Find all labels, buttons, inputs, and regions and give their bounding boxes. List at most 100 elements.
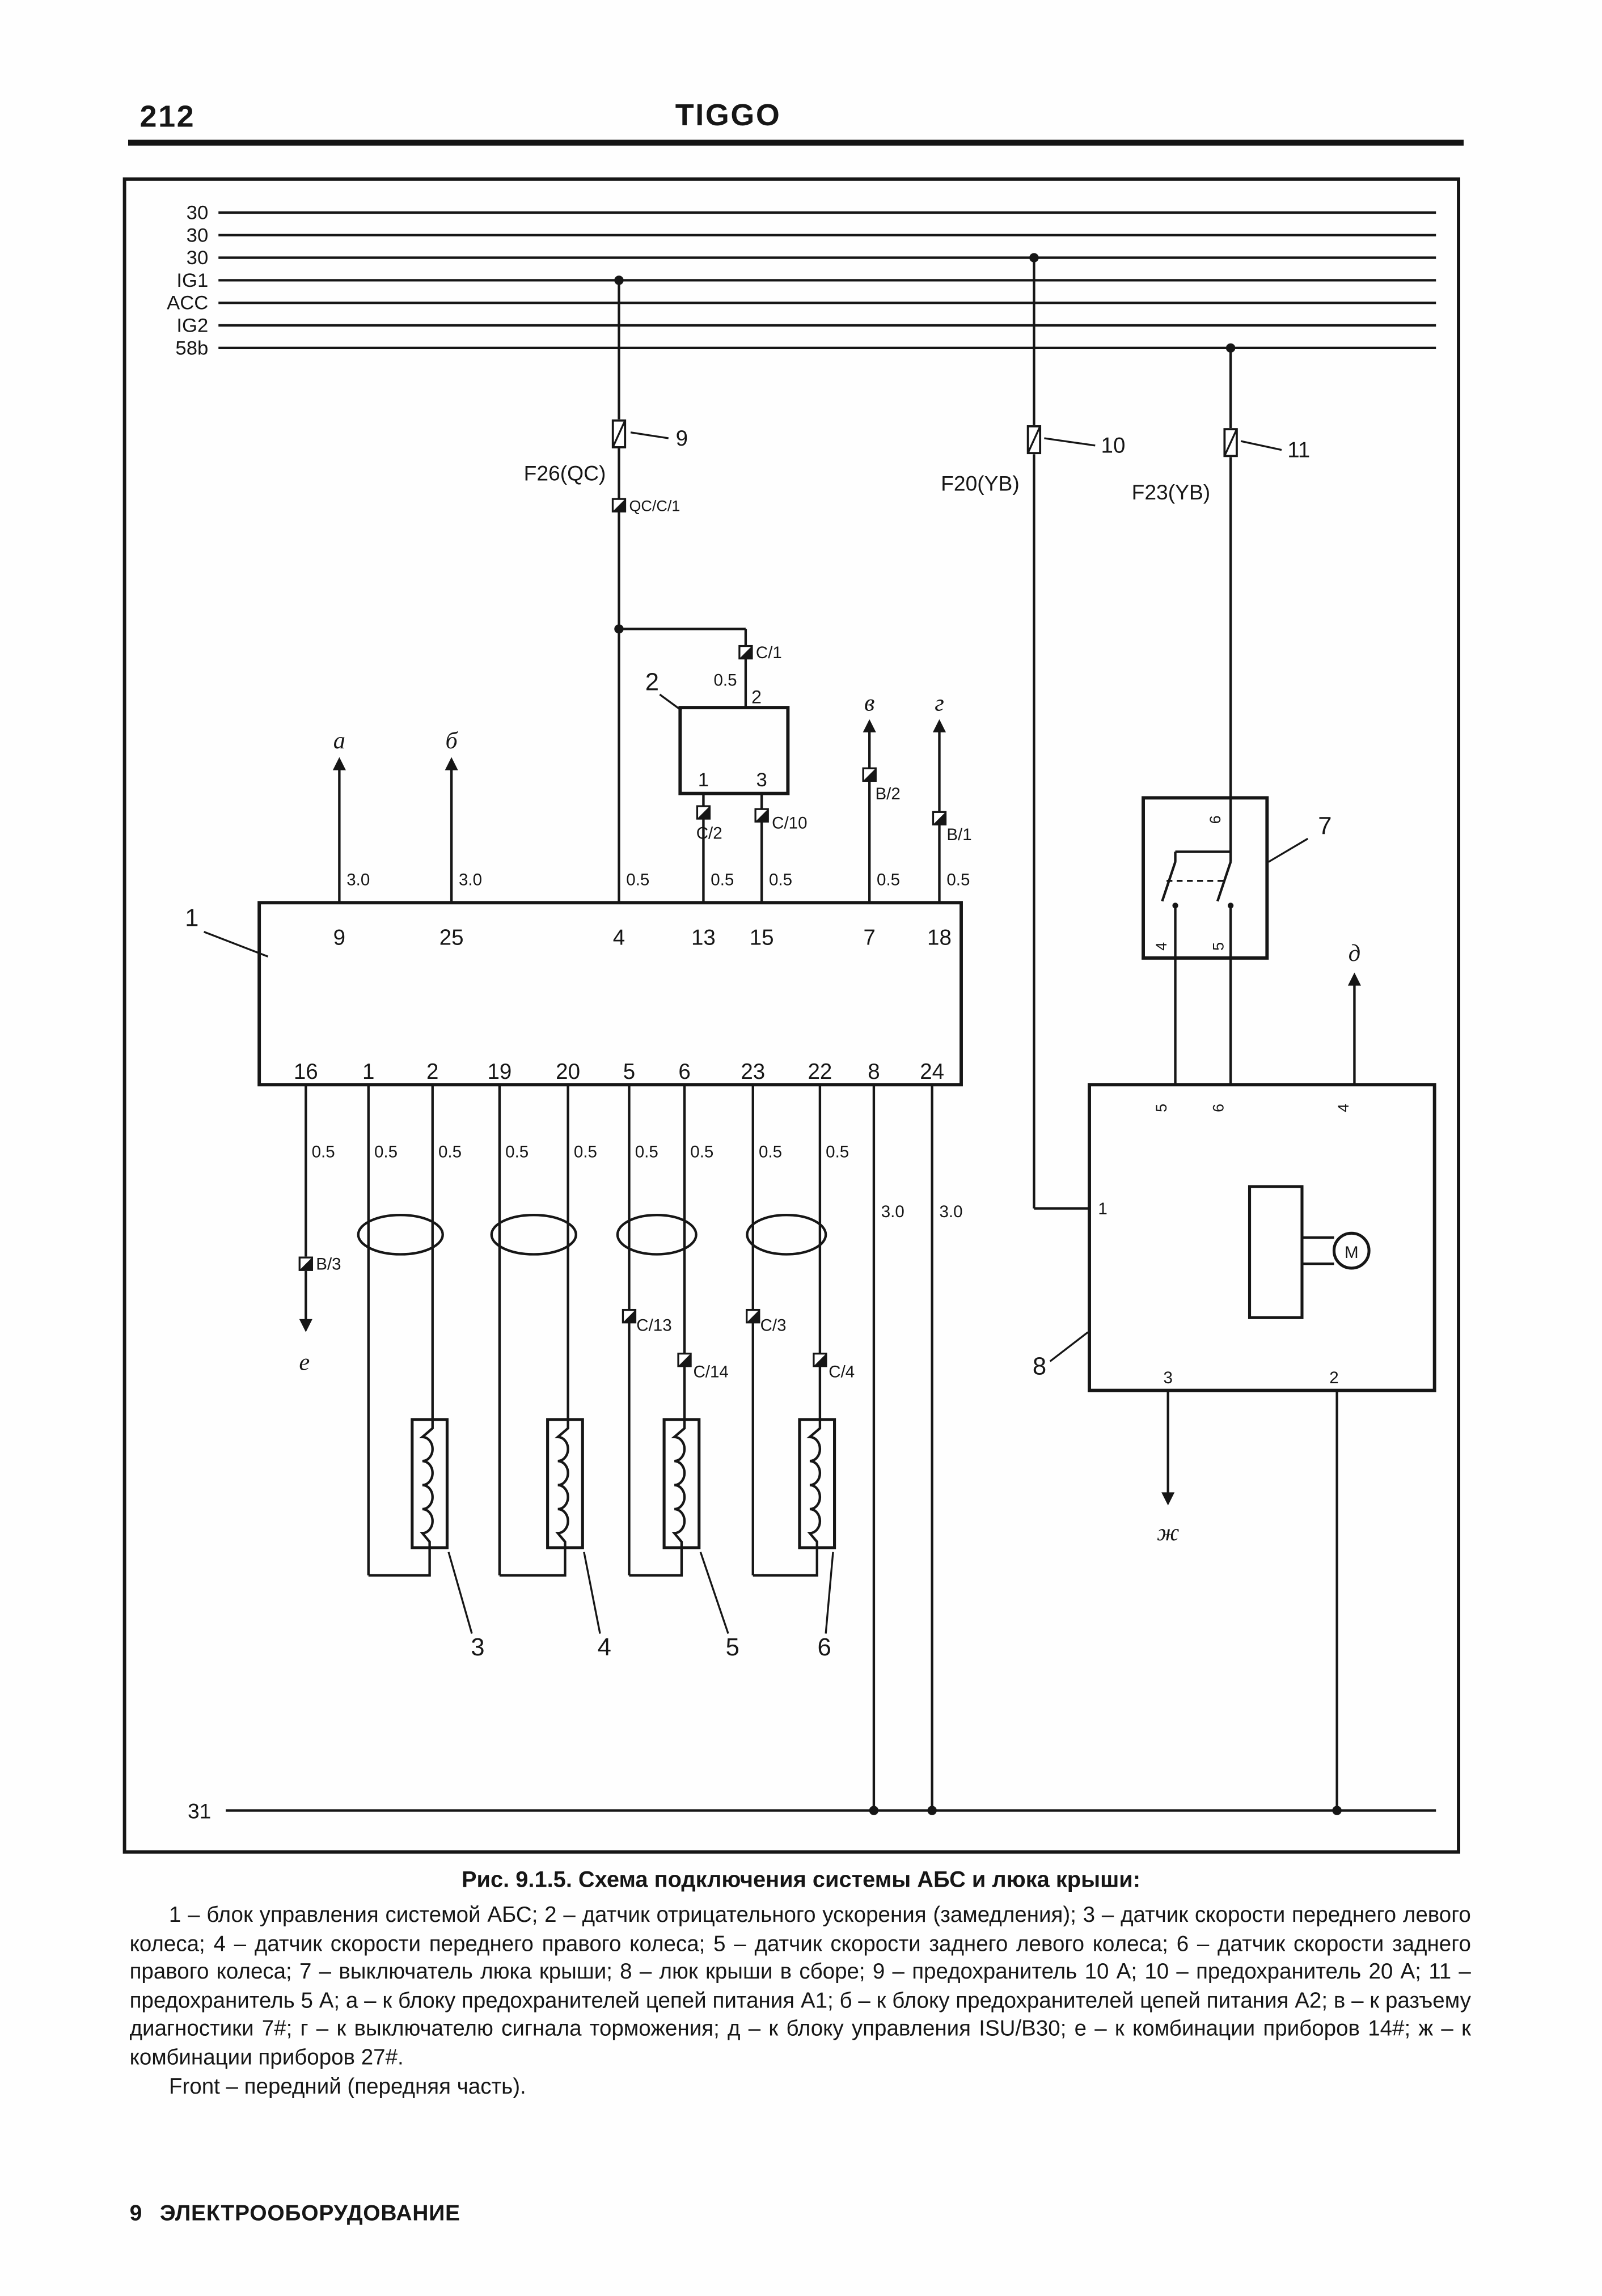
- switch-power-feed: 11 F23(YB): [1132, 343, 1310, 798]
- ecu-top-pin: 7: [864, 926, 876, 950]
- front-note: Front – передний (передняя часть).: [168, 2074, 526, 2099]
- connector-icon: [746, 1308, 760, 1324]
- ecu-bottom-pin: 20: [556, 1060, 580, 1084]
- accel-callout: 2: [645, 668, 659, 696]
- figure-legend-block: 1 – блок управления системой АБС; 2 – да…: [130, 1901, 1471, 2101]
- section-title: ЭЛЕКТРООБОРУДОВАНИЕ: [159, 2201, 460, 2226]
- ecu-top-pin: 9: [333, 926, 345, 950]
- arrow-label-zh: ж: [1157, 1519, 1179, 1546]
- arrow-label-a: а: [333, 727, 345, 754]
- fuse-icon: [611, 419, 627, 448]
- connector-c10-label: C/10: [772, 814, 807, 832]
- gauge-label: 0.5: [946, 870, 970, 889]
- output-arrow-d: д: [1347, 940, 1361, 1085]
- output-arrow-g: г B/1: [932, 689, 972, 903]
- connector-icon: [813, 1352, 827, 1367]
- instrument-feed-e: B/3 е: [298, 1085, 341, 1376]
- connector-icon: [696, 805, 711, 820]
- ecu-bottom-pin: 6: [678, 1060, 690, 1084]
- connector-icon: [611, 498, 627, 512]
- accel-pin-right: 3: [756, 769, 767, 791]
- sunroof-power-feed: 10 F20(YB): [941, 253, 1125, 1210]
- fuse-icon: [1026, 425, 1042, 455]
- gauge-label: 0.5: [711, 870, 734, 889]
- sunroof-pin-1: 1: [1098, 1200, 1107, 1218]
- gauge-label: 0.5: [713, 671, 737, 690]
- section-footer: 9 ЭЛЕКТРООБОРУДОВАНИЕ: [130, 2201, 460, 2226]
- gauge-label: 3.0: [346, 870, 370, 889]
- page-title: TIGGO: [675, 99, 781, 133]
- connector-c2-label: C/2: [696, 824, 722, 842]
- bus-label-ig1: IG1: [176, 270, 208, 291]
- sunroof-pin-4: 4: [1335, 1104, 1352, 1112]
- arrow-label-b: б: [445, 727, 458, 754]
- connector-b3-label: B/3: [316, 1255, 341, 1273]
- fuse11-name: F23(YB): [1132, 480, 1211, 504]
- gauge-label: 3.0: [459, 870, 482, 889]
- fuse10-name: F20(YB): [941, 471, 1020, 495]
- connector-b1-label: B/1: [946, 825, 971, 844]
- bus-label-58b: 58b: [175, 337, 208, 359]
- ecu-bottom-pin: 24: [920, 1060, 944, 1084]
- ecu-bottom-pin: 16: [294, 1060, 318, 1084]
- ecu-callout: 1: [185, 904, 198, 931]
- ecu-bottom-pin: 2: [426, 1060, 438, 1084]
- sensor-callout: 4: [598, 1633, 611, 1661]
- ecu-bottom-pin: 1: [362, 1060, 374, 1084]
- sunroof-callout: 8: [1033, 1352, 1046, 1380]
- ecu-bottom-pin: 22: [808, 1060, 832, 1084]
- gauge-label: 0.5: [690, 1143, 713, 1162]
- gauge-label: 0.5: [759, 1143, 782, 1162]
- ecu-top-pin: 13: [691, 926, 716, 950]
- connector-c3-label: C/3: [760, 1316, 787, 1335]
- switch-pin-br: 5: [1210, 942, 1227, 951]
- bus-label-30c: 30: [187, 247, 209, 269]
- arrow-label-g: г: [935, 689, 944, 716]
- gauge-label: 3.0: [881, 1202, 904, 1221]
- sunroof-switch-block: 7 6 4 5: [1142, 796, 1332, 1085]
- arrow-label-v: в: [864, 689, 874, 716]
- ground-bus: 31: [188, 1085, 1436, 1823]
- fuse9-name: F26(QC): [524, 461, 606, 485]
- wheel-sensor-front-left: 3: [357, 1085, 485, 1661]
- wheel-sensor-front-right: 4: [490, 1085, 611, 1661]
- gauge-label: 0.5: [438, 1143, 462, 1162]
- fuse11-callout: 11: [1287, 438, 1310, 462]
- connector-c13-label: C/13: [636, 1316, 671, 1335]
- sunroof-pin-2: 2: [1329, 1369, 1338, 1387]
- bus-label-ig2: IG2: [176, 315, 208, 337]
- gauge-label: 0.5: [626, 870, 649, 889]
- gauge-label: 0.5: [505, 1143, 529, 1162]
- page-number: 212: [140, 100, 196, 134]
- top-wire-gauges: 3.0 3.0 0.5 0.5 0.5 0.5 0.5: [346, 870, 970, 889]
- output-arrow-b: б: [445, 727, 458, 903]
- ecu-bottom-pin: 8: [868, 1060, 880, 1084]
- bus-label-30b: 30: [187, 224, 209, 246]
- sensor-callout: 3: [471, 1633, 484, 1661]
- gauge-label: 0.5: [769, 870, 792, 889]
- switch-pin-bl: 4: [1153, 942, 1170, 951]
- sunroof-pin-5: 5: [1153, 1104, 1170, 1112]
- abs-power-feed: 9 F26(QC) QC/C/1 C/1 0.5 2: [524, 276, 782, 903]
- ecu-top-pin: 4: [613, 926, 625, 950]
- section-number: 9: [129, 2201, 143, 2226]
- fuse9-callout: 9: [676, 426, 688, 451]
- ecu-top-pin: 15: [750, 926, 774, 950]
- gauge-label: 0.5: [877, 870, 900, 889]
- ecu-top-pin: 18: [927, 926, 952, 950]
- gauge-label: 0.5: [826, 1143, 849, 1162]
- sunroof-assembly-block: 8 5 6 4 1 M 3 2: [1033, 1083, 1436, 1392]
- figure-caption: Рис. 9.1.5. Схема подключения системы АБ…: [461, 1868, 1140, 1893]
- connector-icon: [622, 1308, 637, 1324]
- output-arrow-a: а: [332, 727, 346, 903]
- ecu-bottom-pin: 5: [623, 1060, 635, 1084]
- gauge-label: 0.5: [312, 1143, 335, 1162]
- connector-icon: [862, 767, 877, 782]
- connector-icon: [738, 645, 753, 660]
- fuse-icon: [1223, 428, 1238, 457]
- connector-icon: [932, 811, 947, 826]
- connector-b2-label: B/2: [875, 785, 900, 803]
- output-arrow-v: в B/2: [862, 689, 901, 903]
- sunroof-pin-3: 3: [1163, 1369, 1172, 1387]
